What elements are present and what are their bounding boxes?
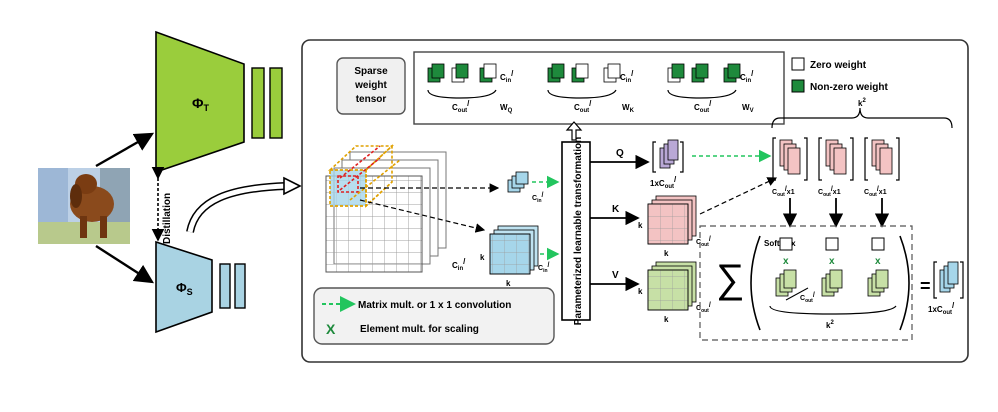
weighted-values: Cout/ k2 <box>769 269 897 330</box>
teacher-network: ΦT <box>155 30 283 174</box>
query-vector: 1xCout/ <box>650 139 684 190</box>
student-head-2 <box>234 263 246 309</box>
head-3: Cout/x1 <box>864 137 900 198</box>
svg-text:k: k <box>638 221 643 230</box>
svg-text:WV: WV <box>742 103 754 114</box>
module-zoom-arrow <box>186 176 302 233</box>
teacher-head-1 <box>251 67 265 139</box>
weights-group-frame <box>413 51 785 125</box>
svg-text:WK: WK <box>622 103 635 114</box>
output-vector: 1xCout/ <box>928 261 964 316</box>
sum-left-paren <box>750 235 761 331</box>
softmax-weights: x x x <box>779 237 885 267</box>
legend-zero-weight: Zero weight <box>810 60 867 71</box>
legend-element-mult: Element mult. for scaling <box>360 324 479 335</box>
aggregation-frame <box>699 225 913 341</box>
sparse-line-2: weight <box>354 80 387 91</box>
wq-label: W <box>500 103 508 112</box>
svg-text:Cout/: Cout/ <box>696 302 711 314</box>
svg-text:x: x <box>829 256 835 267</box>
head-2: Cout/x1 <box>818 137 854 198</box>
operations-legend: Matrix mult. or 1 x 1 convolution X Elem… <box>313 287 555 345</box>
key-block: k k Cout/ <box>638 195 711 258</box>
teacher-label: Φ <box>192 95 204 111</box>
svg-text:1xCout/: 1xCout/ <box>650 175 677 190</box>
svg-text:k2: k2 <box>826 320 834 330</box>
sparse-line-3: tensor <box>356 94 387 105</box>
attention-heads: k2 Cout/x1 Cout/x1 Cout/x1 <box>771 98 953 228</box>
legend-x-symbol: X <box>326 321 336 337</box>
v-label: V <box>612 270 619 281</box>
svg-text:Cout/x1: Cout/x1 <box>864 186 887 198</box>
sparse-weight-tensor-box: Sparse weight tensor <box>336 57 406 115</box>
k-label: K <box>612 204 620 215</box>
query-patch: Cin/ <box>507 171 544 204</box>
svg-text:WQ: WQ <box>500 103 513 114</box>
legend-matrix-mult: Matrix mult. or 1 x 1 convolution <box>358 300 511 311</box>
weight-tensor-q <box>427 63 497 99</box>
svg-text:ΦS: ΦS <box>176 280 193 297</box>
teacher-subscript: T <box>204 103 210 113</box>
svg-text:Cout/x1: Cout/x1 <box>772 186 795 198</box>
svg-text:Cout/: Cout/ <box>574 99 592 114</box>
svg-text:Cin/: Cin/ <box>500 69 514 84</box>
sum-right-paren <box>899 235 910 331</box>
kv-patch-arrow <box>359 199 486 233</box>
feature-cin-label: Cin/ <box>452 257 466 272</box>
svg-text:Cout/: Cout/ <box>694 99 712 114</box>
q-label: Q <box>616 148 624 159</box>
input-image <box>38 168 130 244</box>
weights-up-arrow <box>565 121 583 141</box>
weight-labels: Cin/ Cout/ WQ Cin/ Cout/ WK Cin/ Cout/ W… <box>452 69 754 114</box>
svg-text:Cout/: Cout/ <box>800 292 815 304</box>
student-label: Φ <box>176 280 187 295</box>
sigma-symbol: ∑ <box>716 257 745 301</box>
svg-text:k: k <box>664 315 669 324</box>
svg-text:Cout/: Cout/ <box>696 236 711 248</box>
legend-nonzero-weight: Non-zero weight <box>810 82 888 93</box>
wk-label: W <box>622 103 630 112</box>
wv-label: W <box>742 103 750 112</box>
weight-legend: Zero weight Non-zero weight <box>791 57 888 93</box>
svg-text:k: k <box>638 287 643 296</box>
svg-text:x: x <box>875 256 881 267</box>
svg-text:k: k <box>664 249 669 258</box>
svg-text:Cout/x1: Cout/x1 <box>818 186 841 198</box>
learnable-transformation-block: Parameterized learnable transformation <box>561 137 591 325</box>
arrow-to-teacher <box>95 132 155 168</box>
svg-text:ΦT: ΦT <box>192 95 210 113</box>
student-network: ΦS <box>155 240 246 334</box>
svg-text:k: k <box>506 279 511 288</box>
svg-text:Cin/: Cin/ <box>538 262 550 274</box>
svg-text:Cin/: Cin/ <box>740 69 754 84</box>
svg-text:Cout/: Cout/ <box>452 99 470 114</box>
equals-sign: = <box>920 276 931 296</box>
teacher-head-2 <box>269 67 283 139</box>
svg-text:Cin/: Cin/ <box>532 192 544 204</box>
svg-text:k: k <box>480 253 485 262</box>
weight-tensor-v <box>667 63 741 99</box>
key-to-heads-arrow <box>699 177 778 215</box>
student-head-1 <box>219 263 231 309</box>
kxk-patch-block: k k Cin/ <box>480 225 550 288</box>
svg-text:k2: k2 <box>858 98 866 108</box>
student-subscript: S <box>187 287 193 297</box>
arrow-to-student <box>95 244 155 284</box>
weight-tensor-k <box>547 63 621 99</box>
svg-text:Cin/: Cin/ <box>620 69 634 84</box>
sparse-line-1: Sparse <box>354 66 388 77</box>
transformation-label: Parameterized learnable transformation <box>573 137 584 325</box>
head-1: Cout/x1 <box>772 137 808 198</box>
svg-text:1xCout/: 1xCout/ <box>928 301 955 316</box>
svg-text:x: x <box>783 256 789 267</box>
value-block: k k Cout/ <box>638 261 711 324</box>
distillation-label: Distillation <box>162 193 173 244</box>
feature-map-stack <box>325 144 447 273</box>
